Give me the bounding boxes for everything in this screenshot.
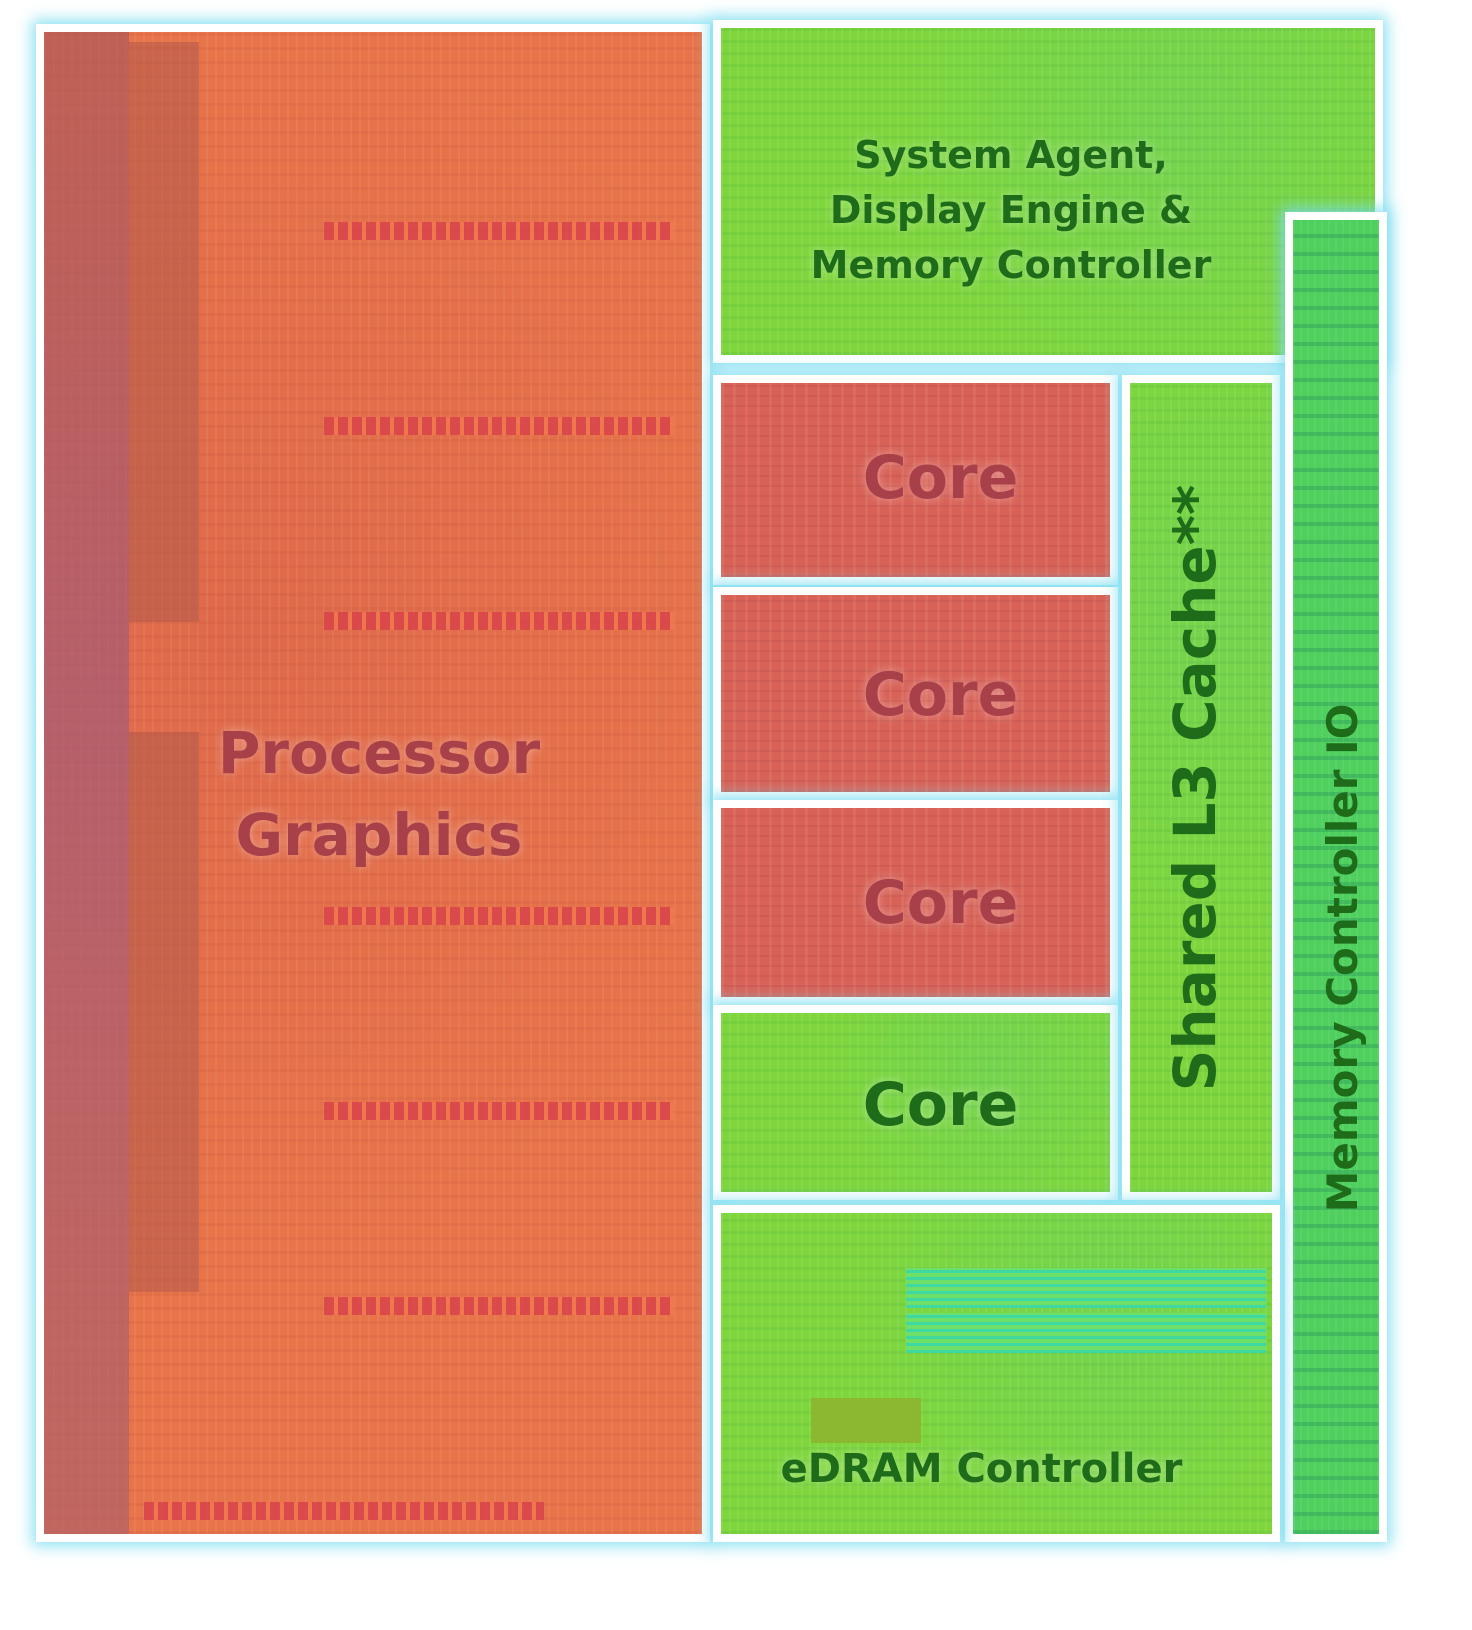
edram-controller-block: eDRAM Controller	[713, 1205, 1280, 1542]
core-block-2: Core	[713, 587, 1118, 800]
graphics-strip	[324, 612, 674, 630]
system-agent-block: System Agent, Display Engine & Memory Co…	[713, 20, 1383, 363]
edram-bus	[906, 1268, 1266, 1308]
core-label: Core	[862, 443, 1019, 513]
core-block-3: Core	[713, 800, 1118, 1005]
core-label: Core	[862, 868, 1019, 938]
graphics-column-bottom	[129, 732, 199, 1292]
l3-cache-label: Shared L3 Cache**	[1161, 484, 1229, 1092]
system-agent-line-1: System Agent,	[854, 133, 1168, 177]
graphics-strip	[324, 907, 674, 925]
processor-graphics-label: Processor Graphics	[184, 712, 574, 876]
processor-graphics-line-2: Graphics	[235, 801, 523, 869]
graphics-strip	[324, 222, 674, 240]
edram-block	[811, 1398, 921, 1443]
graphics-side-region	[44, 32, 129, 1534]
processor-graphics-block: Processor Graphics	[36, 24, 710, 1542]
core-label: Core	[862, 1070, 1019, 1140]
edram-controller-label: eDRAM Controller	[780, 1446, 1183, 1492]
memory-controller-io-label: Memory Controller IO	[1318, 703, 1367, 1213]
graphics-strip	[324, 417, 674, 435]
core-label: Core	[862, 660, 1019, 730]
edram-bus	[906, 1313, 1266, 1353]
core-block-4: Core	[713, 1005, 1118, 1200]
core-block-1: Core	[713, 375, 1118, 585]
graphics-column-top	[129, 42, 199, 622]
system-agent-line-3: Memory Controller	[810, 243, 1212, 287]
processor-graphics-line-1: Processor	[217, 719, 541, 787]
system-agent-label: System Agent, Display Engine & Memory Co…	[781, 128, 1241, 293]
graphics-strip	[324, 1297, 674, 1315]
memory-controller-io-block: Memory Controller IO	[1285, 212, 1387, 1542]
graphics-strip	[324, 1102, 674, 1120]
l3-cache-block: Shared L3 Cache**	[1122, 375, 1280, 1200]
graphics-strip	[144, 1502, 544, 1520]
system-agent-line-2: Display Engine &	[829, 188, 1193, 232]
